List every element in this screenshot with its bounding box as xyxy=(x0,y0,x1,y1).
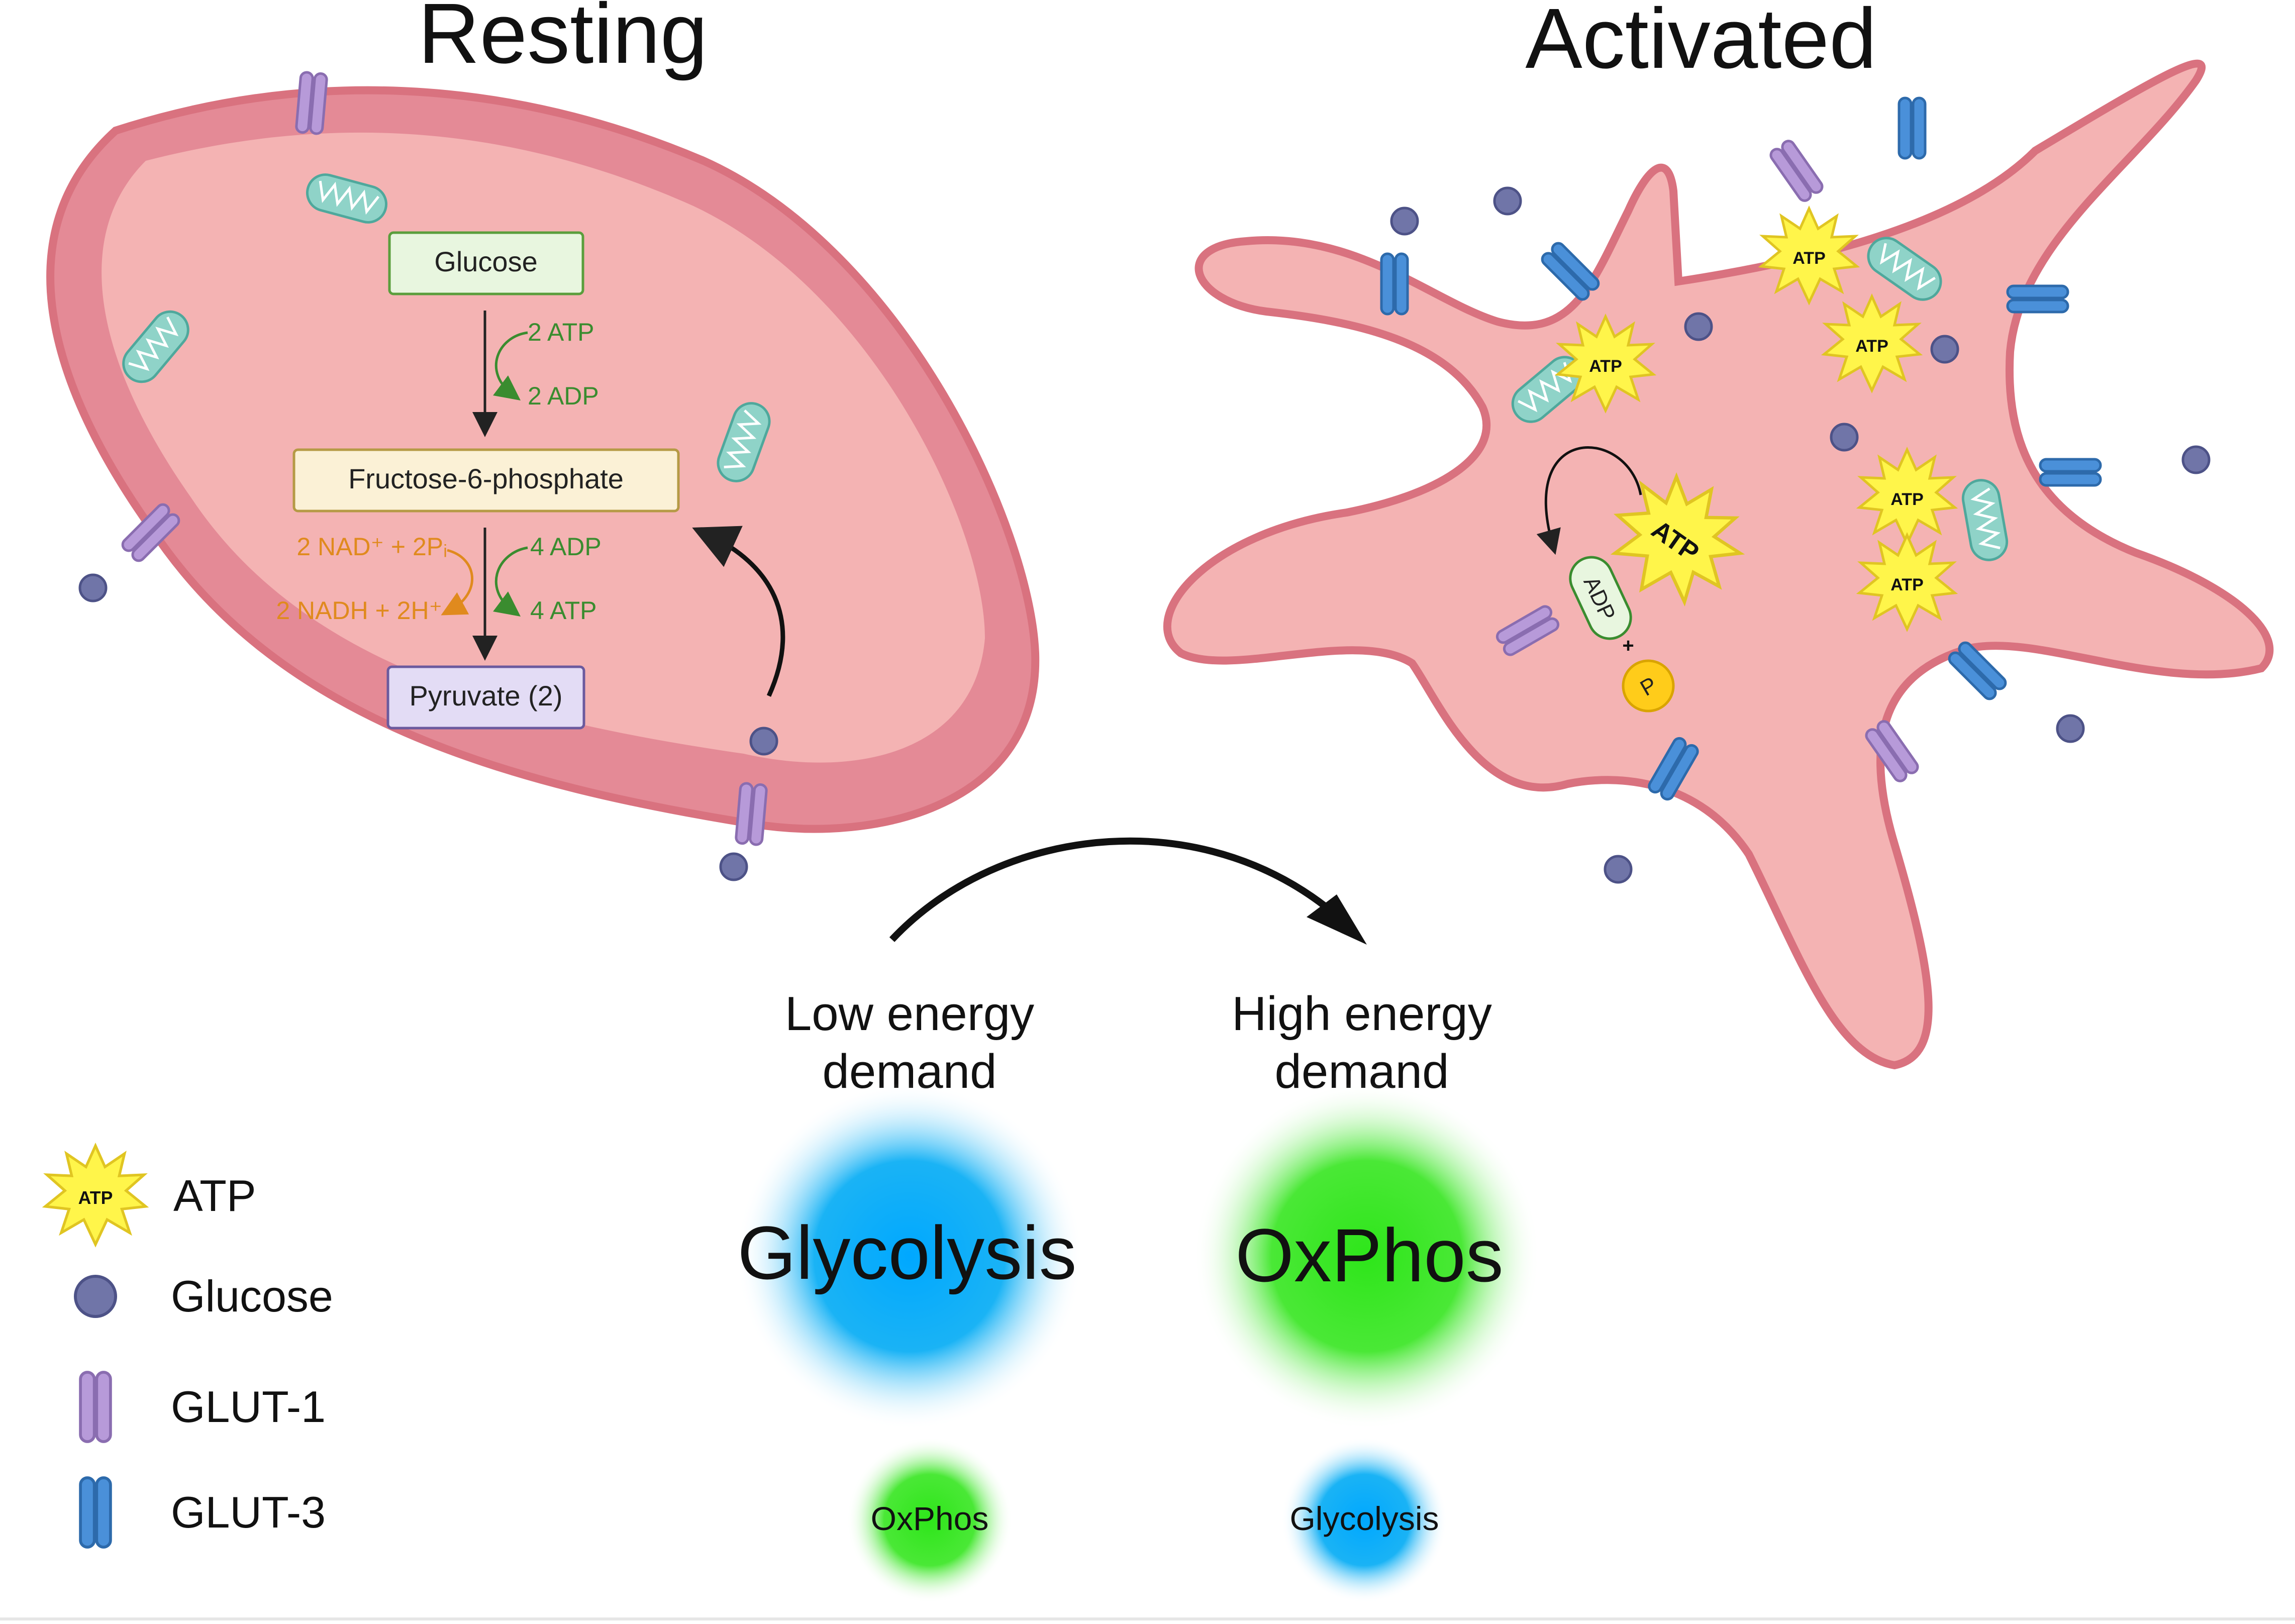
glycolysis-major-blob xyxy=(736,1083,1083,1430)
fructose-6-phosphate-box xyxy=(292,448,680,513)
glut3-transporter-icon xyxy=(2008,286,2068,312)
glucose-box xyxy=(388,231,584,295)
glucose-icon xyxy=(719,852,748,881)
nadh-label: 2 NADH + 2H⁺ xyxy=(276,596,442,625)
glucose-icon xyxy=(1684,312,1713,341)
legend-glucose-icon xyxy=(74,1275,117,1318)
transition-arrow-head xyxy=(1307,894,1367,945)
atp-icon: ATP xyxy=(1859,450,1955,544)
atp-consumption-arrow xyxy=(492,331,528,401)
phosphate-icon: P xyxy=(1622,659,1675,713)
svg-text:ATP: ATP xyxy=(78,1188,113,1208)
adp-icon: ADP xyxy=(1569,556,1632,640)
resting-cell-cytoplasm xyxy=(102,132,985,763)
glucose-icon xyxy=(2181,445,2211,474)
atp-icon: ATP xyxy=(1558,317,1653,411)
glut3-transporter-icon xyxy=(1899,98,1925,158)
pyruvate-box xyxy=(386,665,585,730)
oxphos-minor-blob xyxy=(847,1437,1013,1603)
atp-generation-arrow xyxy=(492,546,528,617)
legend-glucose-label: Glucose xyxy=(171,1271,333,1321)
legend-glut3-icon xyxy=(80,1478,111,1547)
glut3-transporter-icon xyxy=(1381,254,1408,314)
activated-title: Activated xyxy=(1525,0,1876,86)
svg-text:ATP: ATP xyxy=(1855,337,1888,356)
oxphos-major-blob xyxy=(1193,1083,1540,1430)
svg-text:High energy: High energy xyxy=(1232,987,1492,1041)
nad-reduction-arrow xyxy=(441,549,474,616)
activated-glucose-dots xyxy=(1390,186,2211,884)
glycolysis-minor-blob xyxy=(1281,1437,1447,1603)
transition-arrow xyxy=(889,837,1349,942)
glucose-icon xyxy=(78,573,108,602)
legend: ATP ATP Glucose GLUT-1 GLUT-3 xyxy=(45,1146,333,1547)
adp-out-label: 2 ADP xyxy=(528,382,599,410)
glut3-transporter-icon xyxy=(2040,459,2101,485)
legend-glut3-label: GLUT-3 xyxy=(171,1487,326,1537)
legend-atp-label: ATP xyxy=(173,1171,256,1221)
glut1-transporter-icon xyxy=(1768,139,1824,203)
atp-icon: ATP xyxy=(1824,296,1920,390)
glucose-icon xyxy=(749,727,778,756)
adp-in-label: 4 ADP xyxy=(530,533,602,561)
glucose-icon xyxy=(1830,423,1859,452)
svg-text:ATP: ATP xyxy=(1792,249,1825,268)
atp-in-label: 2 ATP xyxy=(528,318,594,346)
glycolysis-major-label: Glycolysis xyxy=(737,1210,1076,1295)
glucose-icon xyxy=(1390,207,1419,236)
atp-hydrolysis-arrow xyxy=(1536,446,1642,555)
glycolysis-pathway: Glucose 2 ATP 2 ADP Fructose-6-phosphate… xyxy=(276,231,785,730)
svg-text:ATP: ATP xyxy=(1890,490,1923,509)
atp-icon: ATP xyxy=(1859,535,1955,629)
activated-cell xyxy=(1163,59,2274,1070)
svg-text:ATP: ATP xyxy=(1589,357,1622,376)
atp-out-label: 4 ATP xyxy=(530,596,596,625)
glucose-label: Glucose xyxy=(434,246,537,277)
resting-title: Resting xyxy=(418,0,708,81)
svg-text:ATP: ATP xyxy=(1890,575,1923,594)
oxphos-major-label: OxPhos xyxy=(1235,1213,1504,1297)
legend-glut1-icon xyxy=(80,1372,111,1442)
oxphos-minor-label: OxPhos xyxy=(871,1500,989,1537)
activated-cell-membrane xyxy=(1163,59,2274,1070)
glut1-transporter-icon xyxy=(296,72,327,134)
nad-label: 2 NAD⁺ + 2Pᵢ xyxy=(296,533,447,561)
glucose-icon xyxy=(1493,186,1522,216)
glut1-transporter-icon xyxy=(736,783,767,845)
atp-icon: ATP xyxy=(1590,454,1762,625)
atp-icon: ATP xyxy=(1761,209,1857,302)
glucose-icon xyxy=(1604,855,1633,884)
fructose-6-phosphate-label: Fructose-6-phosphate xyxy=(348,463,624,494)
low-energy-demand-label: Low energy demand xyxy=(785,987,1034,1098)
plus-sign: + xyxy=(1622,635,1634,657)
glucose-icon xyxy=(1930,335,1959,364)
glycolysis-minor-label: Glycolysis xyxy=(1289,1500,1439,1537)
legend-atp-icon: ATP xyxy=(45,1146,146,1244)
glucose-icon xyxy=(2056,714,2085,743)
legend-glut1-label: GLUT-1 xyxy=(171,1382,326,1432)
activated-atp-stars: ATP ATP ATP ATP ATP ATP xyxy=(1558,209,1955,629)
glucose-uptake-arrow xyxy=(692,526,785,697)
high-energy-demand-label: High energy demand xyxy=(1232,987,1492,1098)
pyruvate-label: Pyruvate (2) xyxy=(410,680,563,712)
svg-text:Low energy: Low energy xyxy=(785,987,1034,1041)
